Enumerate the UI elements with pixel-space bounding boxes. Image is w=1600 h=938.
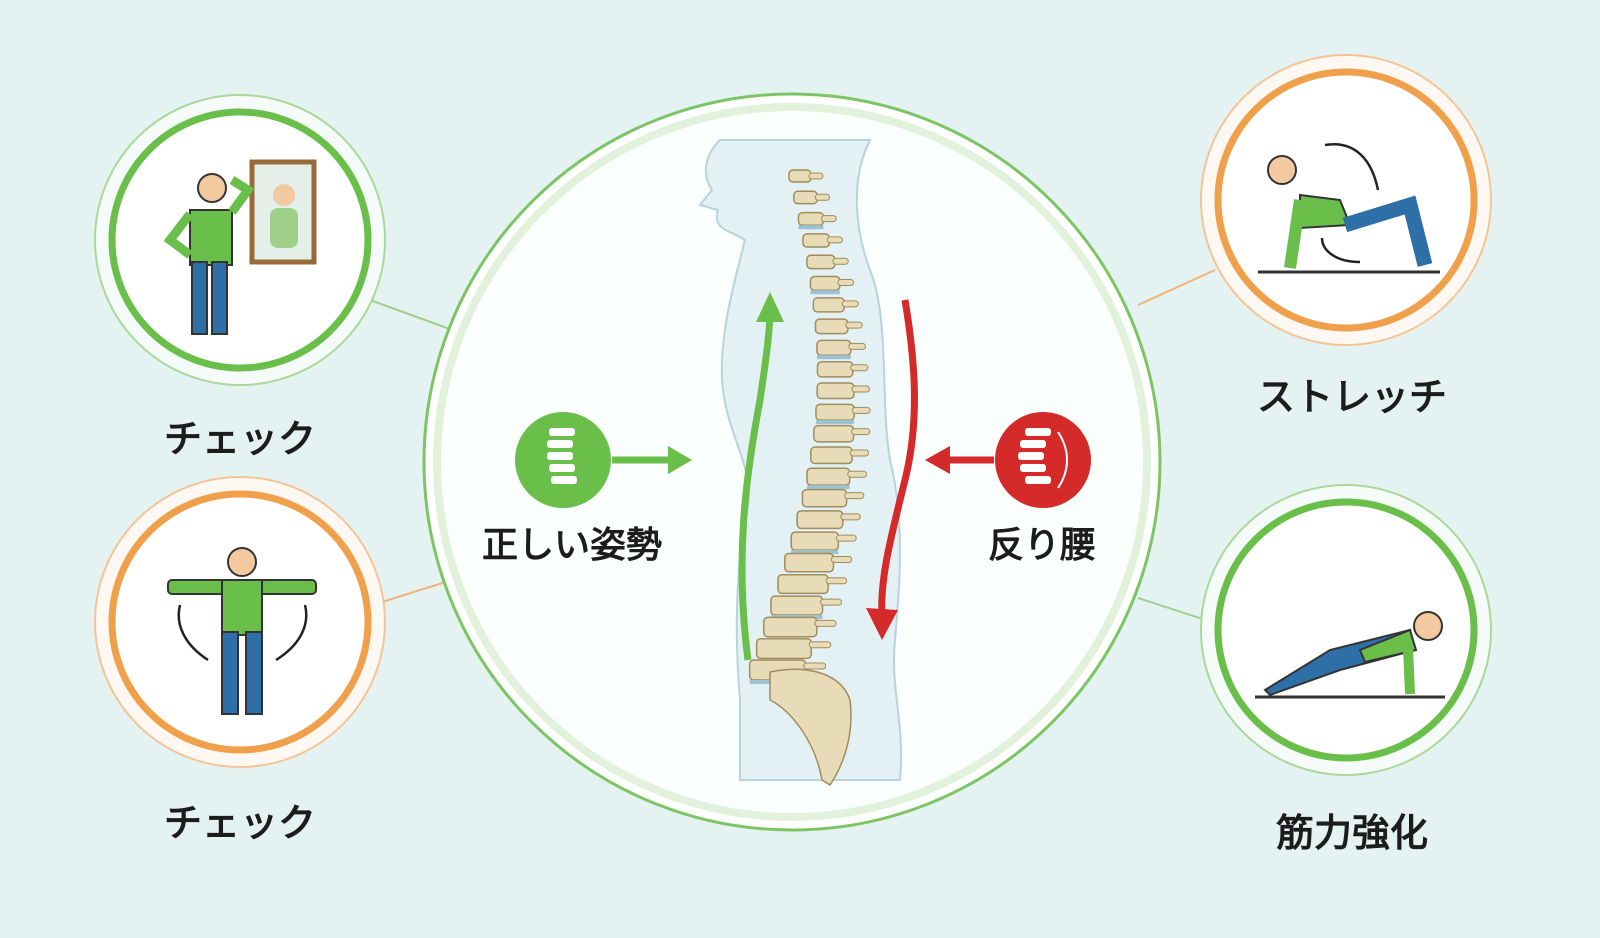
spinous-process [849, 449, 870, 457]
body-silhouette [698, 139, 903, 781]
spine-illustration [748, 169, 871, 787]
vertebra [755, 637, 812, 660]
disc [810, 290, 840, 295]
spinous-process [851, 385, 870, 393]
disc [815, 420, 855, 425]
green-arrowhead [756, 292, 784, 322]
spinous-process [848, 342, 867, 350]
spinous-process [850, 364, 869, 372]
connector-line [381, 579, 453, 603]
person-icon [1413, 611, 1443, 641]
good-posture-label: 正しい姿勢 [481, 525, 663, 566]
vertebra [793, 190, 819, 205]
stretch-label: ストレッチ [1256, 375, 1448, 419]
red-curve-arrow [878, 299, 918, 616]
person-icon [197, 173, 227, 203]
spinous-process [830, 555, 853, 563]
central-spine-panel [422, 92, 1162, 832]
red-arrowhead [866, 608, 898, 640]
good-posture-badge [515, 412, 692, 508]
check-label-bottom: チェック [163, 801, 317, 845]
spinous-process [835, 534, 857, 542]
green-curve-arrow [738, 309, 774, 661]
check-mirror-circle [94, 94, 386, 386]
vertebra [806, 467, 851, 486]
spinous-process [825, 577, 848, 585]
curved-arrow-icon [177, 604, 209, 662]
sway-back-label: 反り腰 [987, 525, 1097, 566]
spinous-process [808, 172, 824, 180]
vertebra [810, 446, 853, 465]
spinous-process [808, 641, 832, 649]
vertebra [816, 360, 854, 378]
spinous-process [851, 428, 871, 436]
spinous-process [840, 513, 861, 521]
connector-line [1137, 597, 1213, 623]
person-icon [227, 547, 257, 577]
sway-back-badge [925, 412, 1091, 508]
vertebra [797, 211, 825, 227]
disc [791, 550, 839, 555]
vertebra [790, 531, 840, 551]
curved-arrow-icon [1324, 142, 1380, 191]
vertebra [802, 233, 831, 248]
vertebra [814, 318, 849, 335]
vertebra [763, 616, 818, 638]
vertebra [796, 510, 844, 530]
spinous-process [847, 470, 868, 478]
spinous-process [803, 662, 827, 670]
spinous-process [845, 321, 863, 329]
vertebra [784, 552, 835, 573]
person-icon [1267, 155, 1297, 185]
vertebra [788, 169, 812, 183]
spinous-process [820, 215, 837, 223]
strength-circle [1200, 484, 1492, 776]
spinous-process [814, 193, 831, 201]
spinous-process [832, 257, 849, 265]
strength-label: 筋力強化 [1275, 811, 1429, 855]
spinous-process [820, 598, 842, 606]
spinous-process [814, 619, 837, 627]
connector-line [1137, 269, 1216, 306]
curved-arrow-icon [1320, 237, 1361, 264]
spinous-process [837, 279, 855, 287]
vertebra [812, 297, 845, 313]
check-label-top: チェック [163, 417, 317, 461]
spinous-process [844, 492, 865, 500]
vertebra [770, 595, 824, 616]
vertebra [813, 424, 855, 443]
connector-line [369, 299, 459, 333]
vertebra [809, 275, 841, 292]
spinous-process [851, 406, 871, 414]
spinous-process [826, 236, 843, 244]
vertebra [801, 488, 848, 508]
disc [798, 225, 824, 230]
vertebra [806, 254, 836, 270]
vertebra [815, 403, 855, 421]
vertebra [777, 574, 829, 595]
arrow-left-icon [925, 446, 950, 474]
disc [816, 355, 851, 360]
spinous-process [841, 300, 859, 308]
sacrum [769, 668, 852, 787]
stretch-circle [1200, 54, 1492, 346]
curved-arrow-icon [275, 604, 308, 662]
arrow-right-icon [668, 446, 692, 474]
vertebra [816, 382, 855, 400]
vertebra [816, 339, 852, 356]
disc [807, 485, 850, 490]
check-arms-circle [94, 476, 386, 768]
